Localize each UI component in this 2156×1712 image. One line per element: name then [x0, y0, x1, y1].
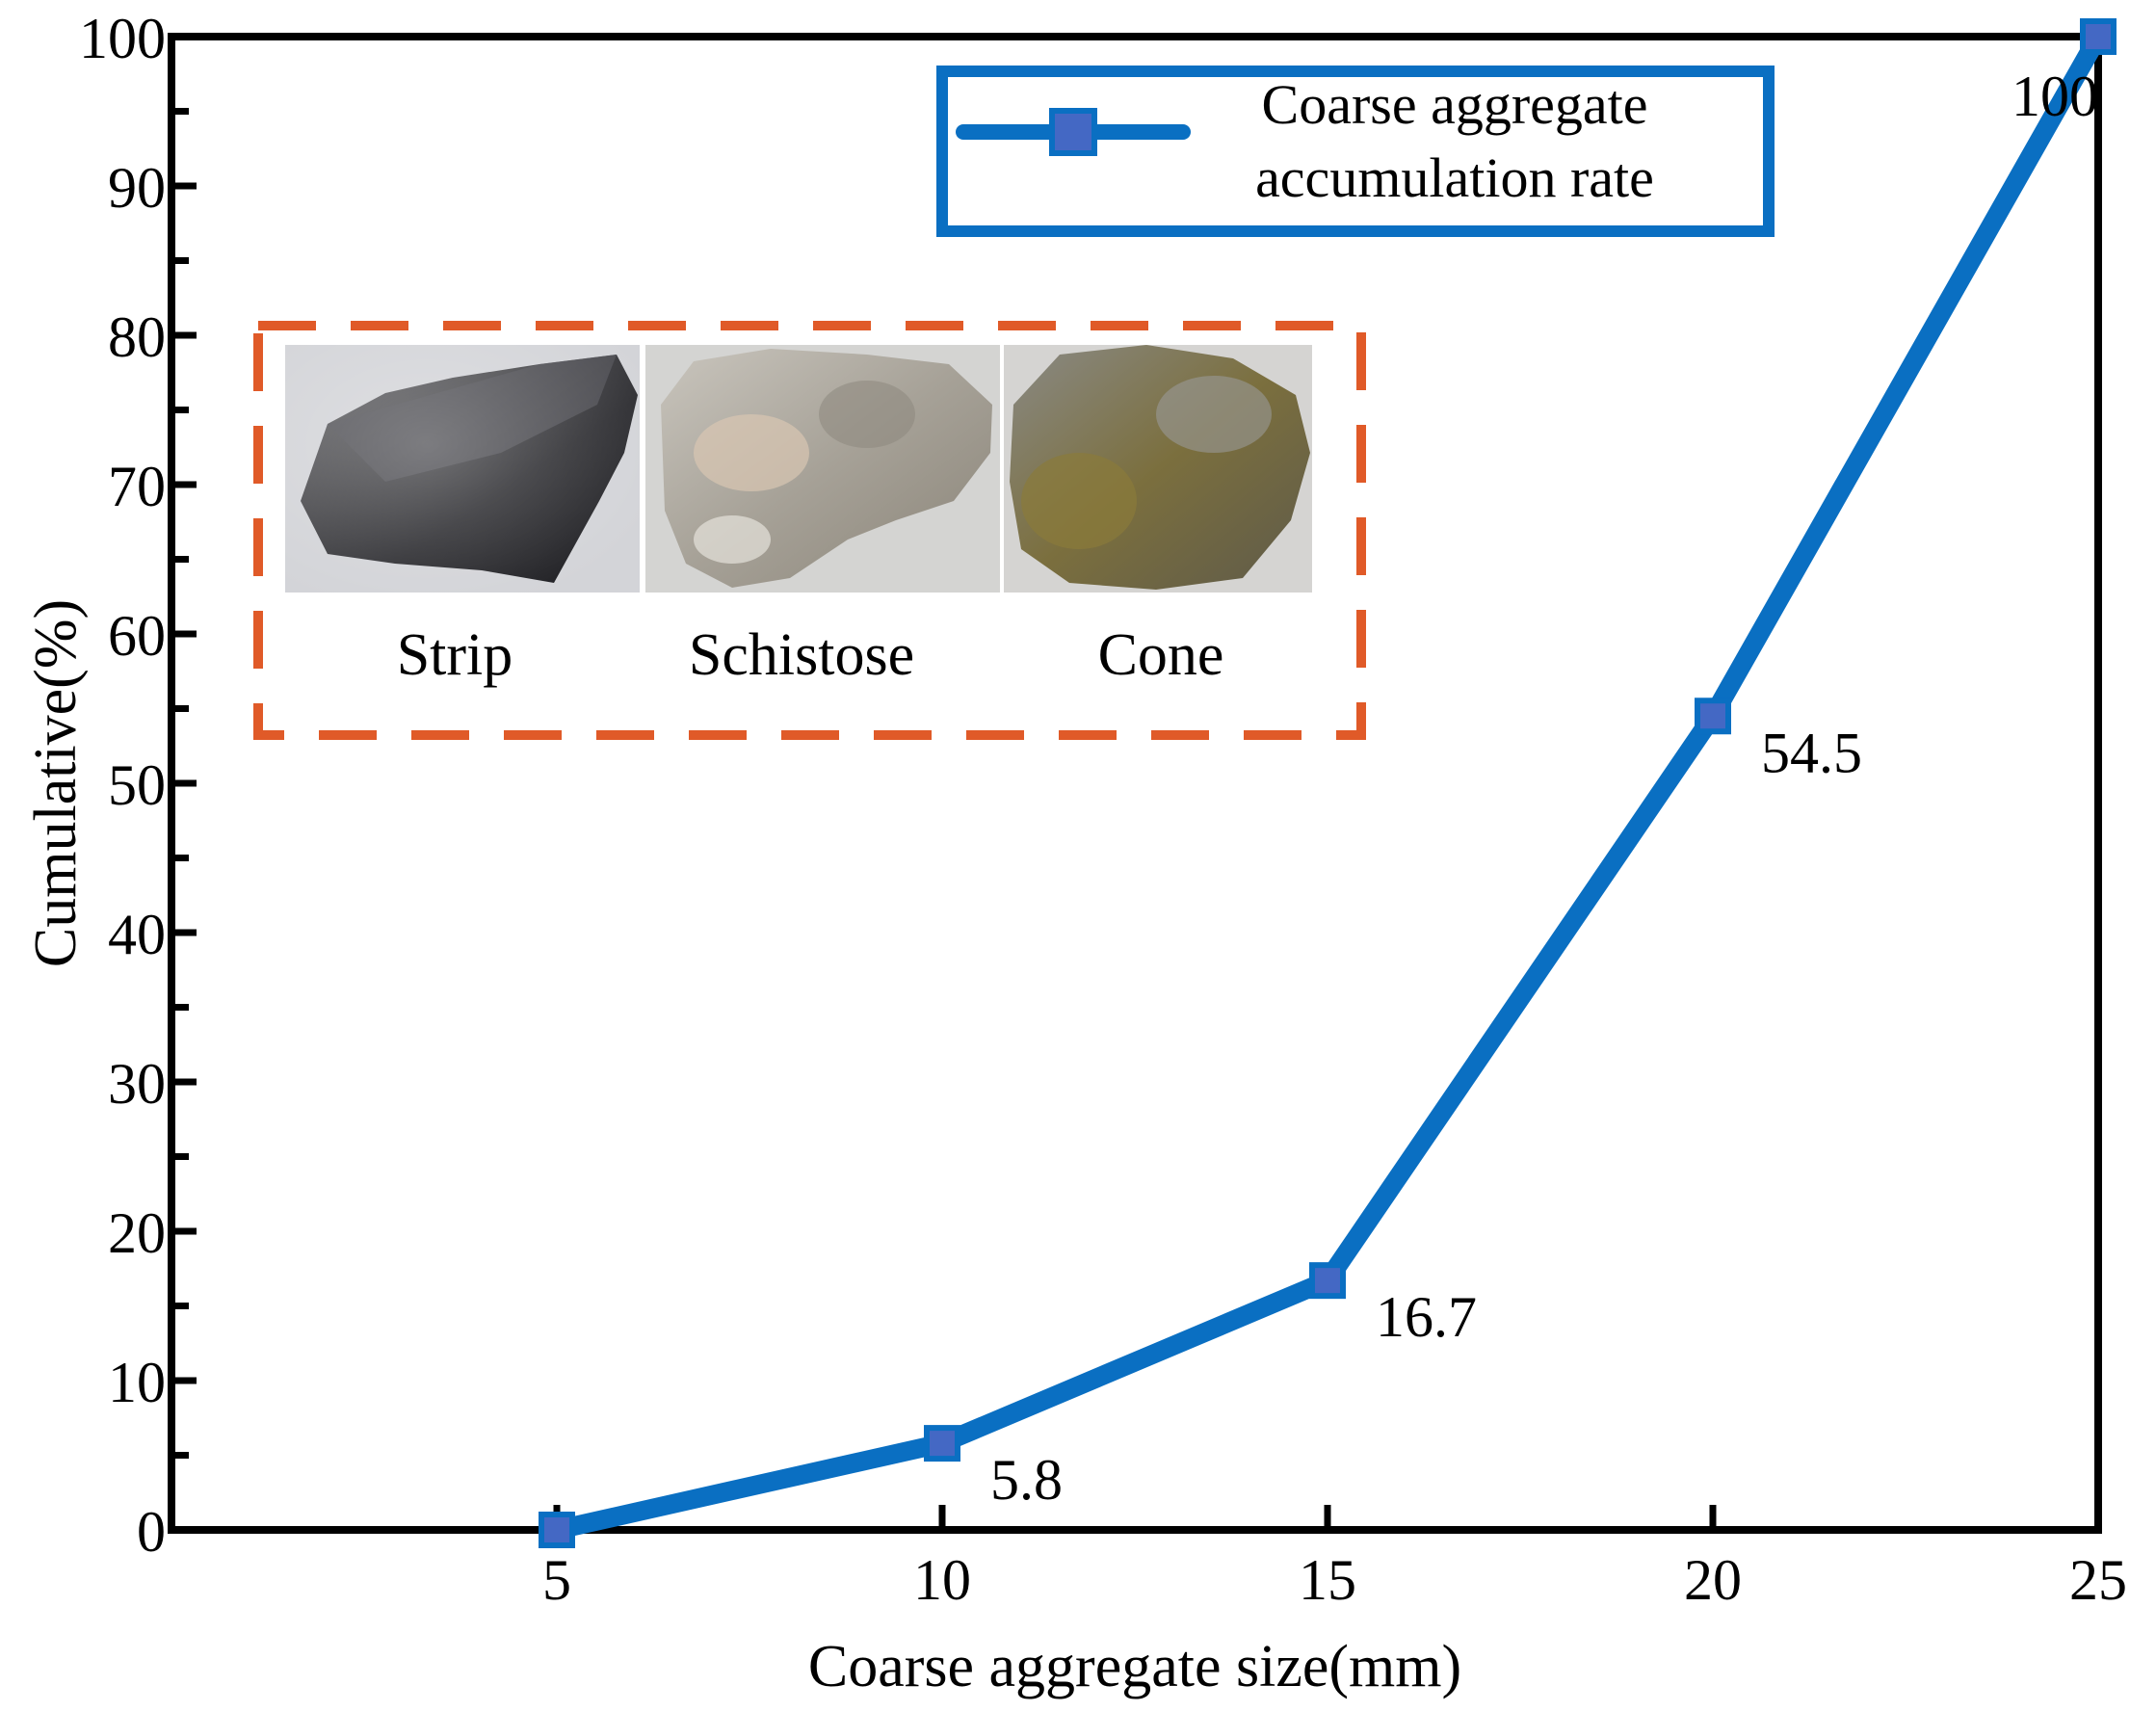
- legend-text-line2: accumulation rate: [1255, 146, 1654, 209]
- y-tick-label: 90: [108, 156, 166, 220]
- y-tick-label: 20: [108, 1201, 166, 1265]
- rock-photo-cone: [1004, 345, 1312, 593]
- data-label: 16.7: [1376, 1285, 1477, 1349]
- inset-border: [253, 321, 1366, 740]
- x-tick-label: 5: [542, 1548, 571, 1612]
- legend-marker-swatch: [1049, 108, 1097, 156]
- data-point-marker: [924, 1425, 960, 1462]
- data-label: 54.5: [1761, 721, 1862, 784]
- inset-label-cone: Cone: [1098, 622, 1224, 688]
- legend: Coarse aggregate accumulation rate: [936, 66, 1775, 237]
- inset-label-strip: Strip: [397, 622, 513, 688]
- y-tick-label: 80: [108, 305, 166, 369]
- x-tick-label: 10: [913, 1548, 971, 1612]
- y-axis-label: Cumulative(%): [23, 599, 89, 967]
- data-point-marker: [1695, 698, 1731, 735]
- x-tick-label: 20: [1684, 1548, 1742, 1612]
- data-label: 100: [2011, 65, 2098, 128]
- y-tick-label: 40: [108, 903, 166, 966]
- y-tick-label: 50: [108, 753, 166, 817]
- inset-aggregate-shapes: Strip Schistose Cone: [253, 321, 1366, 740]
- y-tick-label: 10: [108, 1351, 166, 1414]
- series-line: [547, 27, 2108, 1540]
- y-tick-label: 30: [108, 1052, 166, 1116]
- y-tick-label: 0: [137, 1500, 166, 1564]
- x-tick-label: 25: [2069, 1548, 2127, 1612]
- y-tick-label: 100: [79, 7, 166, 70]
- x-tick-label: 15: [1299, 1548, 1356, 1612]
- x-axis-ticks: 5 10 15 20 25: [542, 1505, 2127, 1612]
- y-tick-label: 60: [108, 604, 166, 668]
- data-point-marker: [539, 1512, 575, 1548]
- x-axis-label: Coarse aggregate size(mm): [808, 1634, 1461, 1699]
- rock-photo-strip: [285, 345, 640, 593]
- rock-photo-schistose: [645, 345, 1000, 593]
- data-label: 5.8: [990, 1448, 1063, 1512]
- y-axis-ticks: 0 10 20 30 40 50 60 70 80 90 100: [79, 7, 197, 1564]
- legend-text-line1: Coarse aggregate: [1262, 73, 1648, 136]
- series-coarse-aggregate: 5.8 16.7 54.5 100: [539, 18, 2117, 1548]
- data-point-marker: [1309, 1262, 1346, 1300]
- data-point-marker: [2080, 18, 2117, 55]
- inset-label-schistose: Schistose: [689, 622, 914, 688]
- y-tick-label: 70: [108, 455, 166, 518]
